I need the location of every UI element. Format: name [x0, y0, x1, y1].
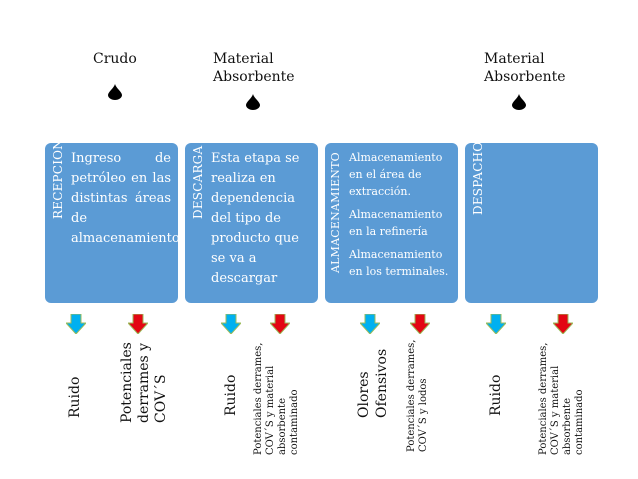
output-label-ruido: Ruido [223, 374, 239, 416]
blue-down-arrow-icon [486, 314, 506, 334]
red-down-arrow-icon [270, 314, 290, 334]
stage-paragraph: Almacenamiento en los terminales. [349, 248, 449, 278]
blue-down-arrow-icon [360, 314, 380, 334]
stage-text: Ingreso de petróleo en las distintas áre… [71, 151, 180, 246]
output-label-potenciales-derrames: Potenciales derrames y COV´S [119, 342, 169, 423]
input-label-crudo: Crudo [93, 51, 137, 67]
stage-text: Almacenamiento en el área de extracción.… [349, 149, 455, 280]
stage-despacho: DESPACHO [465, 141, 598, 303]
stage-title: ALMACENAMIENTO [329, 152, 342, 273]
output-label-ruido: Ruido [67, 376, 83, 418]
input-label-material-absorbente-1: Material Absorbente [213, 51, 295, 85]
stage-title: DESCARGA [191, 145, 205, 219]
blue-down-arrow-icon [221, 314, 241, 334]
stage-title: DESPACHO [471, 141, 485, 215]
output-label-potenciales-derrames: Potenciales derrames, COV´S y material a… [253, 342, 300, 455]
red-down-arrow-icon [553, 314, 573, 334]
output-label-potenciales-derrames: Potenciales derrames, COV´S y material a… [538, 342, 585, 455]
stage-almacenamiento: ALMACENAMIENTO Almacenamiento en el área… [325, 143, 458, 303]
drop-icon [246, 94, 260, 110]
stage-paragraph: Almacenamiento en el área de extracción. [349, 151, 443, 198]
stage-descarga: DESCARGA Esta etapa se realiza en depend… [185, 143, 318, 303]
stage-paragraph: Almacenamiento en la refinería [349, 208, 443, 238]
drop-icon [512, 94, 526, 110]
output-label-olores-ofensivos: Olores Ofensivos [356, 348, 390, 418]
input-label-material-absorbente-2: Material Absorbente [484, 51, 566, 85]
red-down-arrow-icon [410, 314, 430, 334]
stage-text: Esta etapa se realiza en dependencia del… [211, 151, 300, 286]
output-label-ruido: Ruido [488, 374, 504, 416]
stage-title: RECEPCION [51, 139, 65, 219]
red-down-arrow-icon [128, 314, 148, 334]
stage-recepcion: RECEPCION Ingreso de petróleo en las dis… [45, 139, 180, 303]
drop-icon [108, 84, 122, 100]
blue-down-arrow-icon [66, 314, 86, 334]
output-label-potenciales-derrames-lodos: Potenciales derrames, COV´S y lodos [406, 339, 429, 452]
